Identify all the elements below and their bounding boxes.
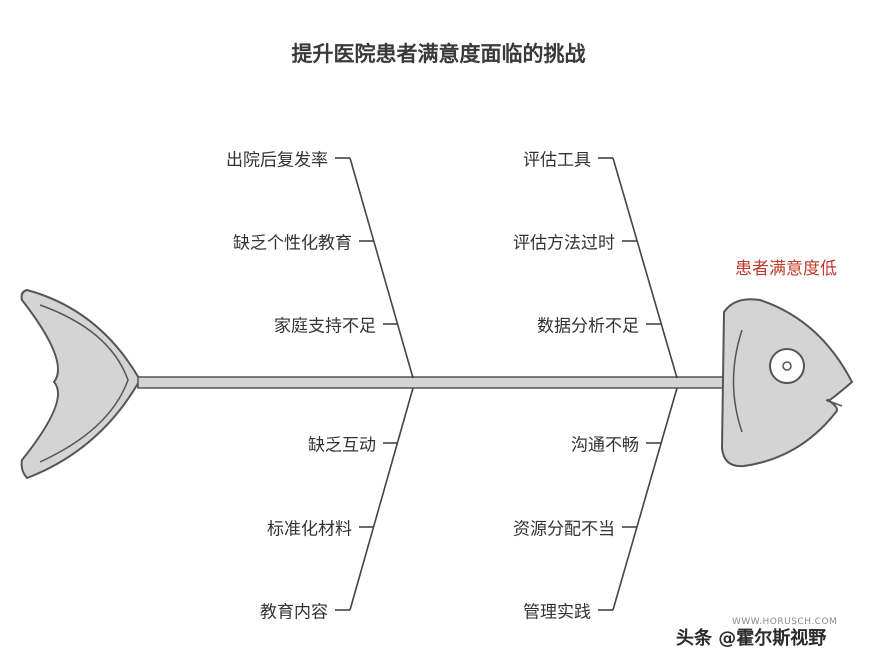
fish-gill <box>732 329 743 433</box>
cause-lr-2: 资源分配不当 <box>513 519 615 540</box>
fish-spine <box>137 376 725 389</box>
fish-mouth <box>825 399 843 407</box>
cause-ll-3: 教育内容 <box>260 602 328 623</box>
fish-tail <box>20 288 142 480</box>
fish-tail-inner-curve <box>39 304 129 463</box>
bone-upper-left <box>349 157 414 379</box>
cause-ul-2: 缺乏个性化教育 <box>233 233 352 254</box>
cause-ll-2: 标准化材料 <box>267 519 352 540</box>
watermark-url: WWW.HORUSCH.COM <box>732 617 838 627</box>
cause-ul-1: 出院后复发率 <box>226 150 328 171</box>
bone-lower-right <box>612 387 678 611</box>
bone-upper-right <box>612 157 678 379</box>
cause-lr-3: 管理实践 <box>523 602 591 623</box>
cause-ur-1: 评估工具 <box>523 150 591 171</box>
cause-ul-3: 家庭支持不足 <box>274 316 376 337</box>
diagram-title: 提升医院患者满意度面临的挑战 <box>291 42 586 66</box>
cause-lr-1: 沟通不畅 <box>571 435 639 456</box>
cause-ur-3: 数据分析不足 <box>537 316 639 337</box>
bone-lower-left <box>349 387 414 611</box>
cause-ur-2: 评估方法过时 <box>513 233 615 254</box>
watermark-text: 头条 @霍尔斯视野 <box>676 628 827 649</box>
effect-label: 患者满意度低 <box>735 259 837 279</box>
fish-pupil <box>782 361 792 371</box>
cause-ll-1: 缺乏互动 <box>308 435 376 456</box>
